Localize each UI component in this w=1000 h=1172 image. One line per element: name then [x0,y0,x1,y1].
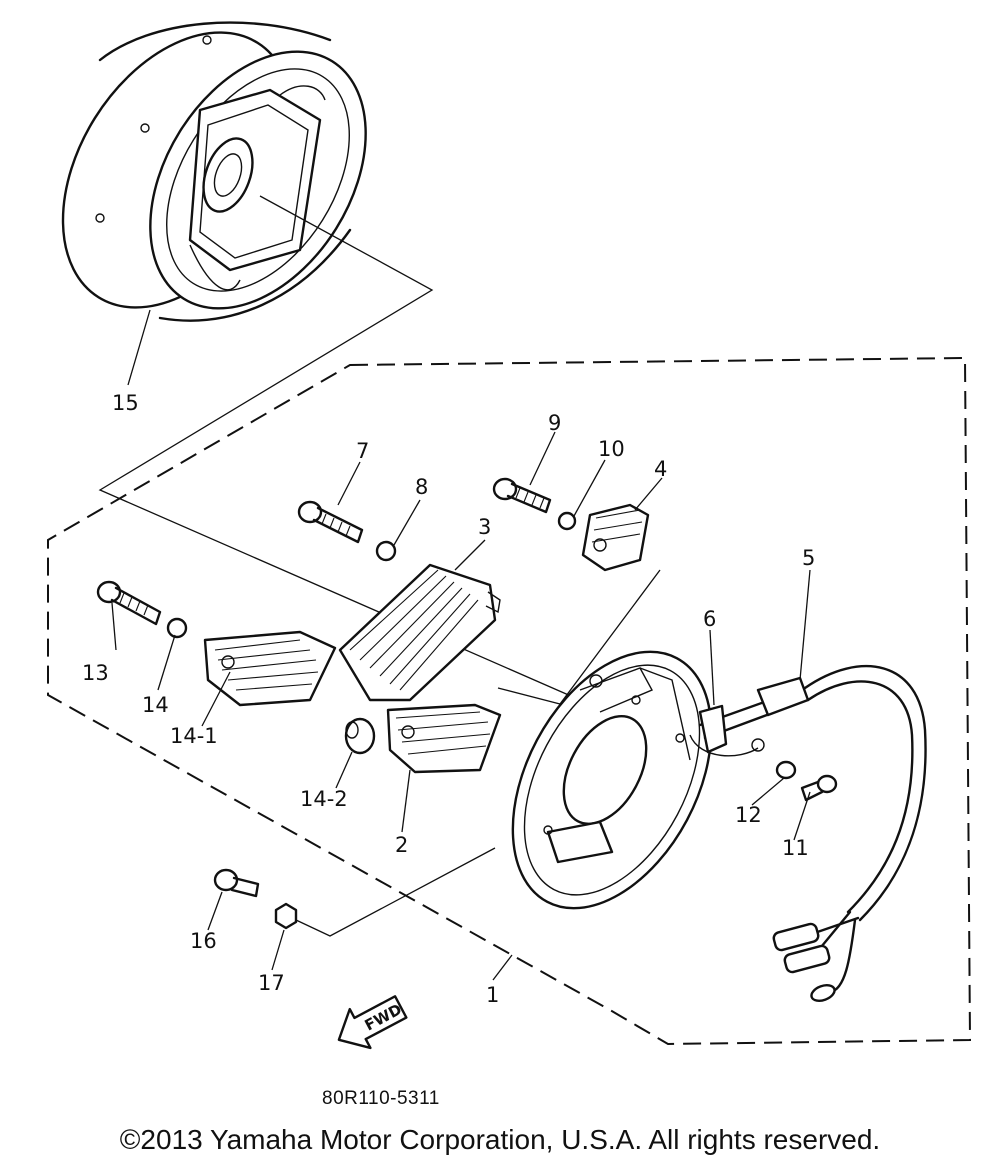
cord-clamp [698,704,728,754]
collar [344,717,376,755]
washer-10 [557,511,577,531]
callout-14: 14 [142,693,169,717]
callout-8: 8 [415,475,428,499]
screw-11 [800,774,838,802]
callout-14-1: 14-1 [170,724,218,748]
callout-9: 9 [548,411,561,435]
copyright-notice: ©2013 Yamaha Motor Corporation, U.S.A. A… [119,1124,881,1155]
callout-13: 13 [82,661,109,685]
stator-base-plate [511,650,713,910]
callout-2: 2 [395,833,408,857]
callout-4: 4 [654,457,667,481]
callout-12: 12 [735,803,762,827]
lighting-coil [386,703,502,774]
callout-1: 1 [486,983,499,1007]
source-coil [203,630,337,707]
nut-17 [274,902,298,930]
callout-15: 15 [112,391,139,415]
assembly-boundary [47,356,972,1046]
callout-7: 7 [356,439,369,463]
callout-6: 6 [703,607,716,631]
callout-14-2: 14-2 [300,787,348,811]
callout-5: 5 [802,546,815,570]
fwd-arrow-icon: FWD [337,995,408,1050]
exploded-parts-diagram: FWD 15 9 10 4 7 8 3 5 6 13 14 14-1 14-2 … [47,21,972,1050]
callout-16: 16 [190,929,217,953]
screw-13 [96,580,162,626]
screw-7 [297,500,364,544]
charge-coil [338,563,501,702]
drawing-number: 80R110-5311 [322,1088,440,1109]
callout-3: 3 [478,515,491,539]
washer-12 [775,760,797,780]
callout-11: 11 [782,836,809,860]
pulser-coil [581,503,650,572]
flywheel-rotor [61,21,367,322]
callout-17: 17 [258,971,285,995]
callout-10: 10 [598,437,625,461]
screw-9 [492,477,552,514]
lead-wire-harness [698,665,927,1002]
washer-14 [166,617,188,639]
screw-16 [213,868,260,898]
washer-8 [375,540,397,562]
